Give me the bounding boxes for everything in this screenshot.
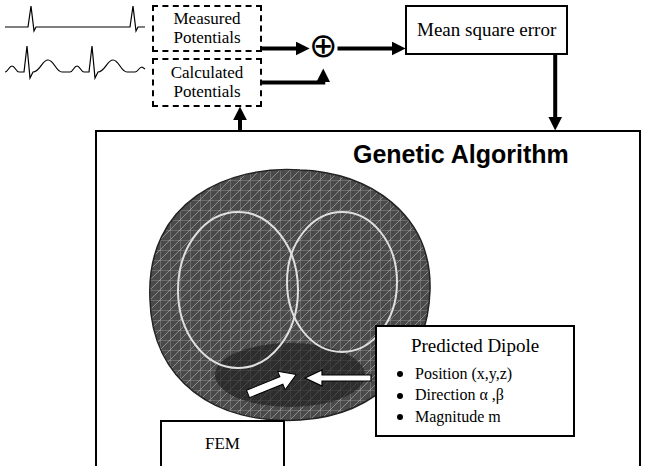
algorithm-panel: Predicted DipolePosition (x,y,z) Directio… bbox=[95, 130, 641, 466]
signal-box: Measured Potentials bbox=[152, 5, 262, 52]
bullet-dot bbox=[397, 371, 403, 377]
dipole-arrow bbox=[244, 365, 300, 403]
node-label: ⊕ bbox=[309, 28, 338, 62]
node-label: Mean square error bbox=[417, 19, 556, 41]
bullet-text: Position (x,y,z) bbox=[415, 365, 512, 382]
ecg-trace bbox=[5, 6, 145, 31]
ecg-trace bbox=[5, 46, 145, 78]
bullet-item: Direction α ,β bbox=[397, 384, 559, 406]
bullet-dot bbox=[397, 393, 403, 399]
flow-arrow bbox=[238, 119, 242, 130]
bullet-text: Direction α ,β bbox=[415, 386, 504, 403]
flow-arrow bbox=[553, 55, 557, 118]
flow-arrow bbox=[338, 47, 394, 51]
node-label: FEM bbox=[162, 434, 283, 454]
bullet-dot bbox=[397, 414, 403, 420]
dipole-box: Predicted DipolePosition (x,y,z) Directio… bbox=[375, 325, 575, 437]
process-box: Mean square error bbox=[405, 5, 568, 55]
leader-arrow bbox=[305, 370, 371, 386]
bullet-item: Magnitude m bbox=[397, 406, 559, 428]
flow-arrow bbox=[262, 81, 323, 83]
fem-box: FEM bbox=[160, 420, 285, 466]
node-label: Measured Potentials bbox=[157, 10, 257, 47]
signal-box: Calculated Potentials bbox=[152, 58, 262, 107]
flow-arrow bbox=[262, 47, 297, 51]
summing-junction: ⊕ bbox=[309, 28, 338, 69]
node-label: Predicted Dipole bbox=[391, 333, 559, 359]
bullet-item: Position (x,y,z) bbox=[397, 363, 559, 385]
node-label: Genetic Algorithm bbox=[349, 140, 573, 169]
ventricle-outline bbox=[178, 212, 298, 368]
node-label: Calculated Potentials bbox=[157, 64, 257, 101]
bullet-text: Magnitude m bbox=[415, 408, 501, 425]
